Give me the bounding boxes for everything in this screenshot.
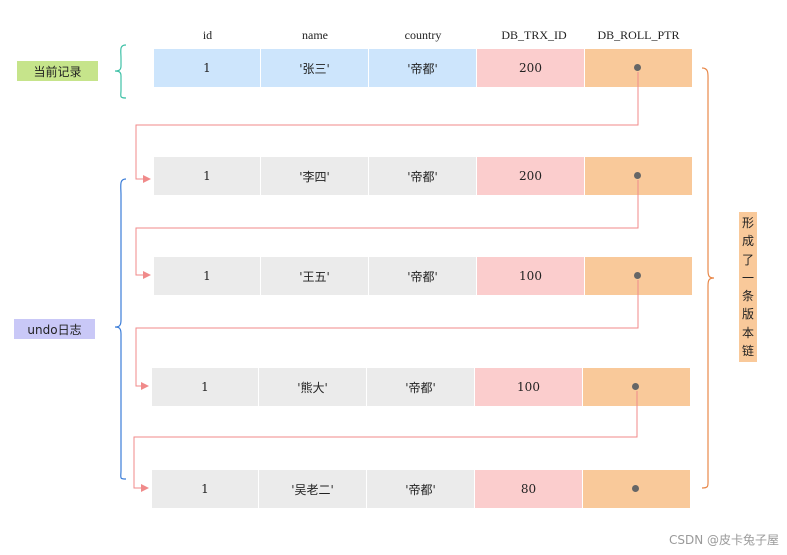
cell-db-roll-ptr [583,470,690,508]
cell-country: '帝都' [367,470,475,508]
undo-record-row: 1 '王五' '帝都' 100 [154,257,692,295]
roll-pointer-arrow [133,391,638,492]
current-record-row: 1 '张三' '帝都' 200 [154,49,692,87]
pointer-dot [632,485,639,492]
cell-db-trx-id: 100 [475,368,583,406]
current-record-label: 当前记录 [17,61,98,81]
roll-pointer-arrows [133,72,639,492]
cell-name: '张三' [261,49,369,87]
version-chain-char: 成 [741,234,754,249]
version-chain-brace [701,67,715,489]
version-chain-char: 本 [741,325,754,340]
cell-country: '帝都' [367,368,475,406]
version-chain-char: 版 [741,307,754,322]
pointer-dot [632,383,639,390]
cell-id: 1 [152,368,259,406]
pointer-dot [634,272,641,279]
version-chain-char: 条 [741,289,754,304]
pointer-dot [634,172,641,179]
roll-pointer-arrow [135,180,639,279]
cell-country: '帝都' [369,157,477,195]
cell-name: '熊大' [259,368,367,406]
roll-pointer-arrow [135,72,639,183]
cell-name: '李四' [261,157,369,195]
cell-country: '帝都' [369,257,477,295]
cell-db-trx-id: 200 [477,157,585,195]
header-db-trx-id: DB_TRX_ID [501,28,567,42]
header-country: country [404,28,442,42]
header-id: id [202,28,213,42]
version-chain-label: 形 成 了 一 条 版 本 链 [739,212,757,362]
current-record-brace [114,44,127,99]
cell-db-trx-id: 80 [475,470,583,508]
watermark: CSDN @皮卡兔子屋 [668,533,779,547]
version-chain-char: 了 [741,252,754,267]
undo-record-row: 1 '吴老二' '帝都' 80 [152,470,690,508]
cell-name: '吴老二' [259,470,367,508]
undo-log-label: undo日志 [14,319,95,339]
roll-pointer-arrow [135,280,639,390]
version-chain-char: 形 [741,216,754,230]
undo-log-brace [114,178,127,480]
header-db-roll-ptr: DB_ROLL_PTR [597,28,680,42]
cell-id: 1 [152,470,259,508]
cell-id: 1 [154,49,261,87]
version-chain-char: 一 [741,270,754,285]
cell-country: '帝都' [369,49,477,87]
cell-id: 1 [154,257,261,295]
cell-name: '王五' [261,257,369,295]
cell-db-trx-id: 200 [477,49,585,87]
cell-id: 1 [154,157,261,195]
cell-db-trx-id: 100 [477,257,585,295]
pointer-dot [634,64,641,71]
header-name: name [302,28,328,42]
version-chain-char: 链 [741,343,754,358]
